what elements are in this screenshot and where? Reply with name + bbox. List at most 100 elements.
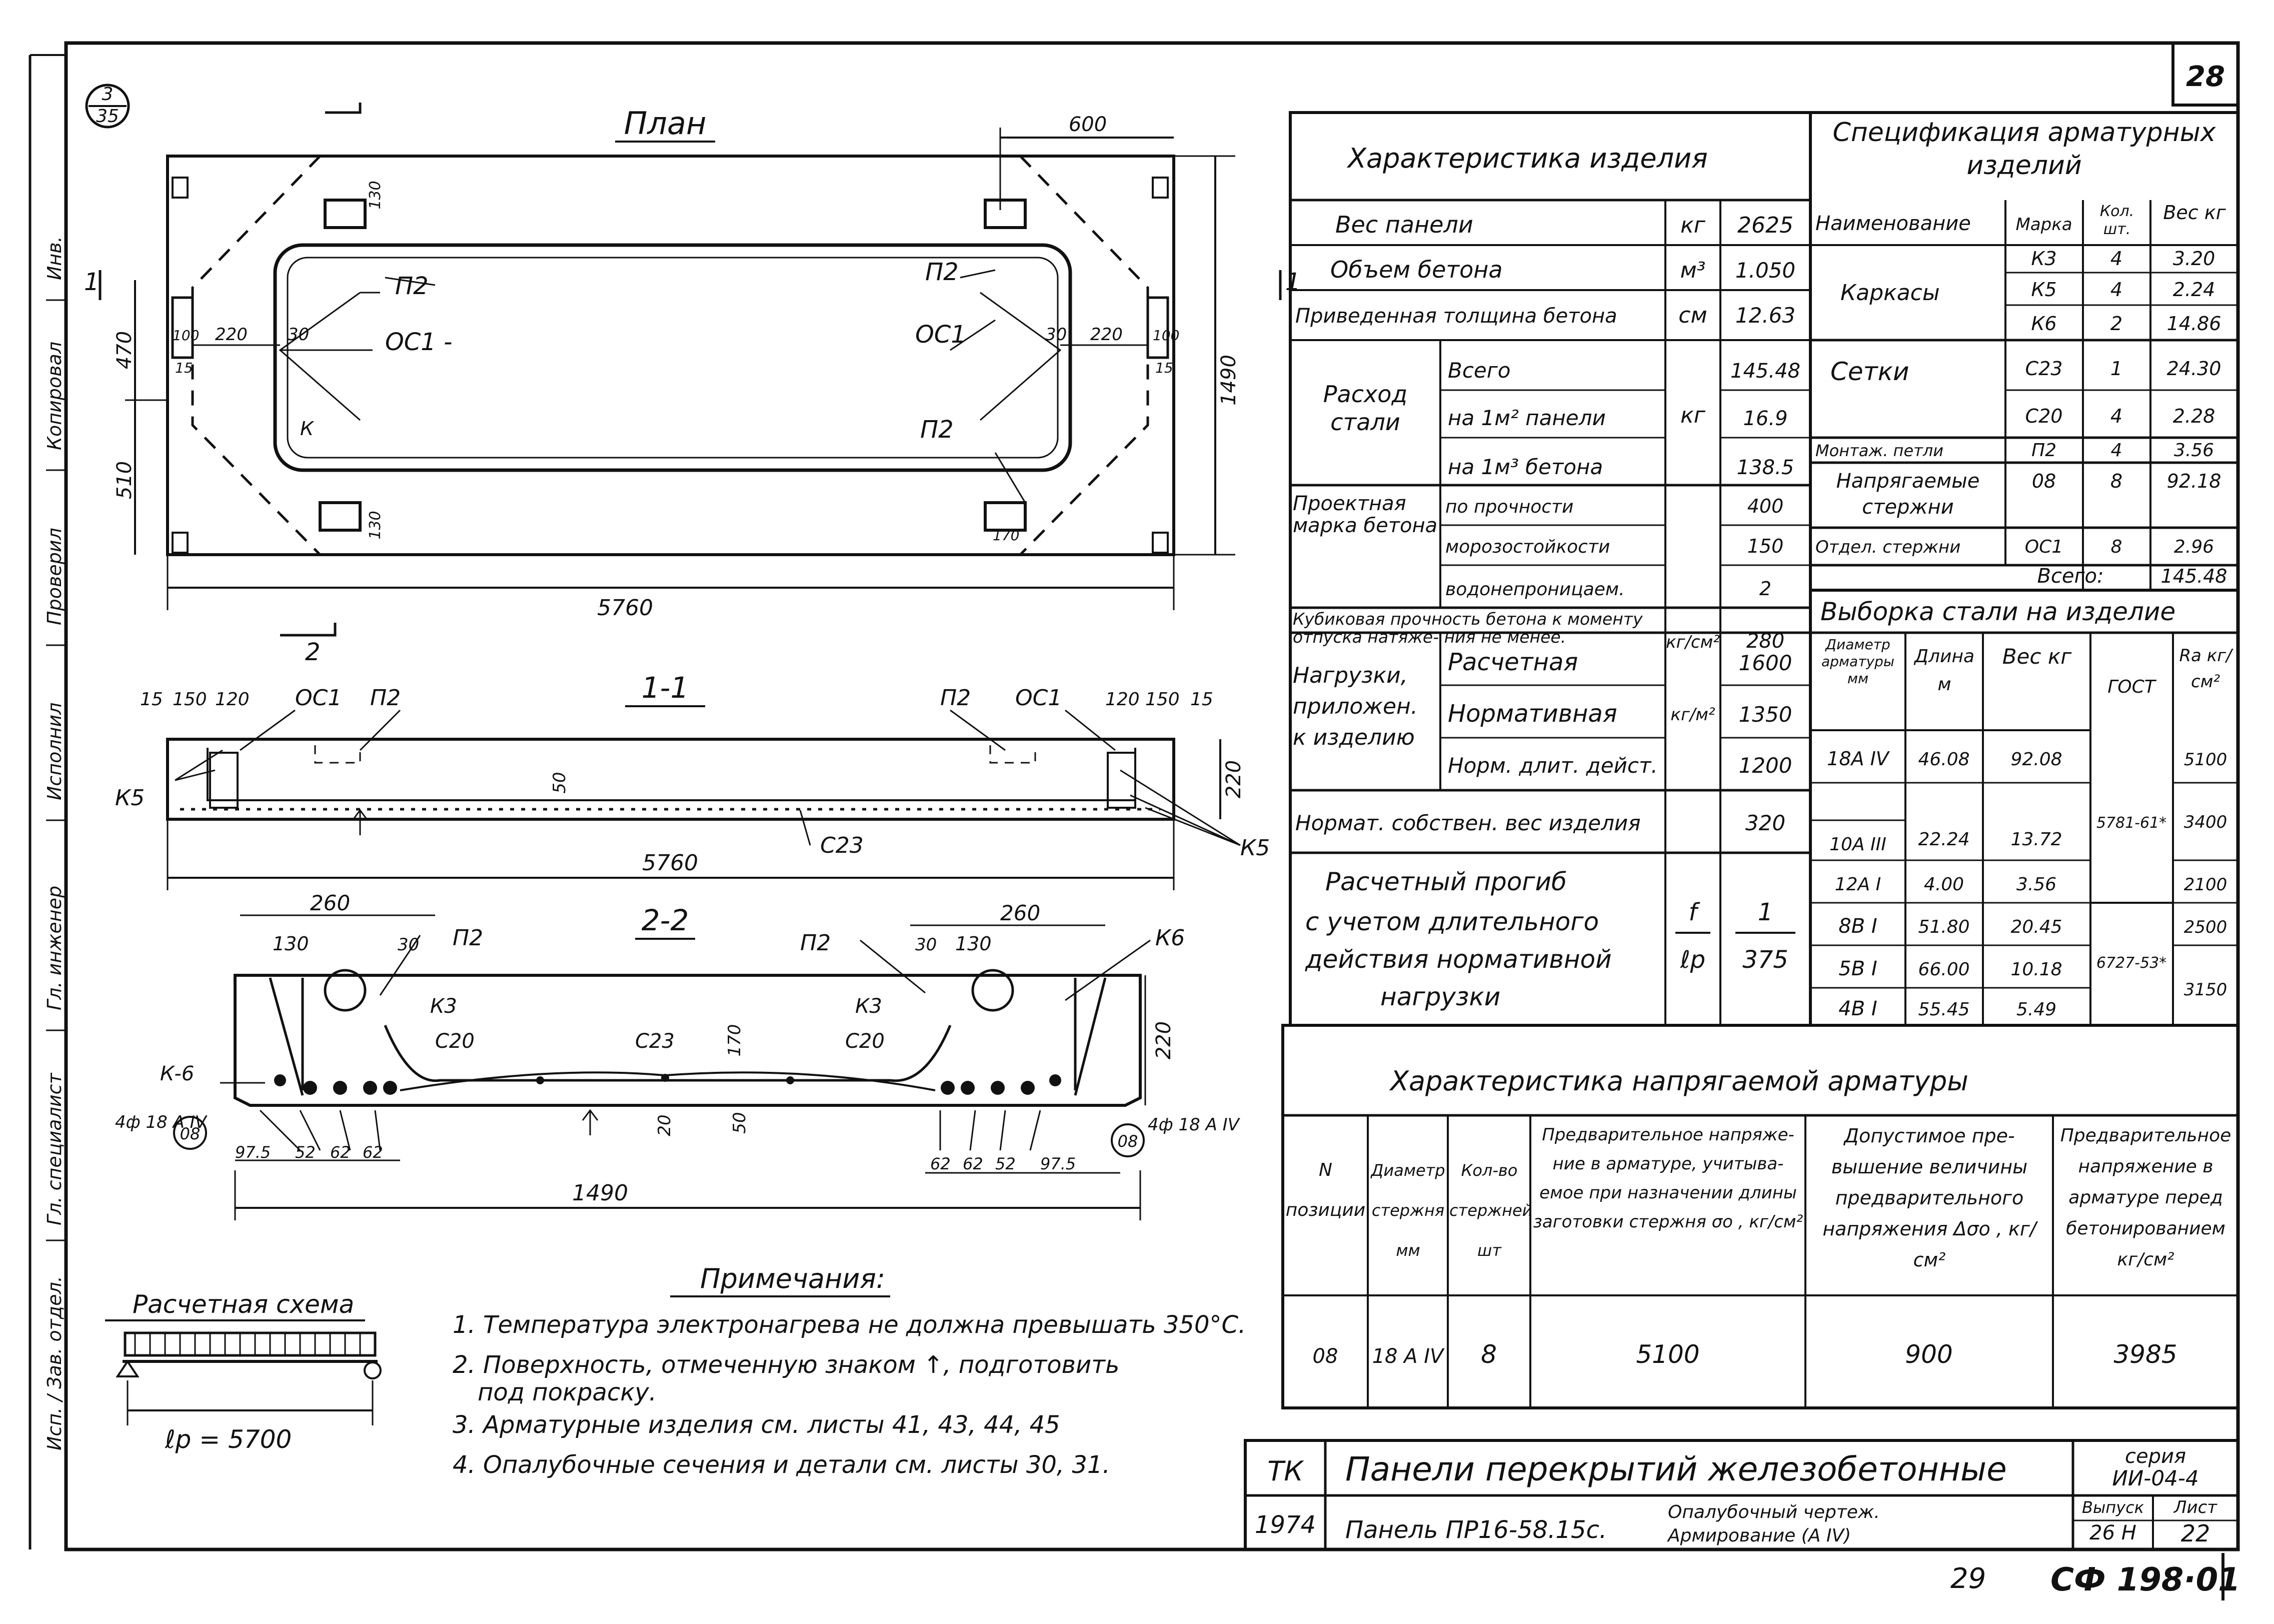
deflection-value: 375 xyxy=(1742,946,1788,974)
spec-group-tendons: Напрягаемые стержни xyxy=(1836,470,1980,519)
label-p2: П2 xyxy=(925,258,959,286)
dim-150: 150 xyxy=(173,689,207,710)
dim-62: 62 xyxy=(363,1143,383,1162)
spec-header-qty: Кол. шт. xyxy=(2099,203,2134,238)
tension-header-prestress: Предварительное напряже- ние в арматуре,… xyxy=(1533,1125,1803,1232)
dim-260: 260 xyxy=(1000,901,1040,925)
dim-170: 170 xyxy=(993,527,1019,544)
grade-row-label: морозостойкости xyxy=(1445,537,1610,557)
label-k5: К5 xyxy=(1240,835,1270,861)
series-label: серия xyxy=(2125,1445,2186,1468)
dim-220: 220 xyxy=(215,325,248,345)
tension-header-deviation: Допустимое пре- вышение величины предвар… xyxy=(1822,1125,2036,1271)
tension-cell: 900 xyxy=(1905,1340,1952,1369)
own-weight-value: 320 xyxy=(1745,811,1785,835)
tension-cell: 5100 xyxy=(1636,1340,1699,1369)
spec-cell: С20 xyxy=(2025,405,2063,427)
deflection-unit: ℓр xyxy=(1680,946,1705,974)
thickness-label: Приведенная толщина бетона xyxy=(1295,305,1617,328)
sample-gost: 6727-53* xyxy=(2096,954,2166,972)
design-scheme: Расчетная схема ℓр = 5700 xyxy=(105,1290,382,1454)
position-08: 08 xyxy=(1118,1132,1138,1151)
sample-cell: 4.00 xyxy=(1924,874,1964,895)
spec-cell: 92.18 xyxy=(2167,470,2221,492)
notes: Примечания: 1. Температура электронагрев… xyxy=(453,1263,1246,1479)
label-p2: П2 xyxy=(940,685,971,711)
loads-unit: кг/м² xyxy=(1670,705,1715,725)
steel-row-label: на 1м² панели xyxy=(1448,406,1606,430)
own-weight-label: Нормат. собствен. вес изделия xyxy=(1295,811,1640,835)
label-os1: ОС1 - xyxy=(385,328,452,356)
thickness-value: 12.63 xyxy=(1735,303,1795,328)
spec-header-name: Наименование xyxy=(1815,212,1971,235)
label-k3: К3 xyxy=(855,995,882,1018)
dim-length-value: 5760 xyxy=(597,595,653,621)
sample-cell: 8В I xyxy=(1838,915,1877,938)
dim-510: 510 xyxy=(113,461,136,499)
spec-cell: 8 xyxy=(2111,537,2122,557)
volume-unit: м³ xyxy=(1680,258,1706,283)
sample-cell: 10.18 xyxy=(2010,959,2062,980)
side-stamp-text-6: Инв. xyxy=(44,236,66,280)
note-3: 3. Арматурные изделия см. листы 41, 43, … xyxy=(453,1411,1060,1439)
sample-header-diameter: Диаметр арматуры мм xyxy=(1821,636,1894,687)
steel-unit: кг xyxy=(1680,403,1706,428)
section-mark: 2 xyxy=(305,638,321,666)
panel-profile xyxy=(166,738,1175,821)
scheme-title: Расчетная схема xyxy=(133,1290,354,1319)
sample-ra: 5100 xyxy=(2184,750,2227,770)
tension-header-before-concreting: Предварительное напряжение в арматуре пе… xyxy=(2060,1125,2231,1270)
dim-width-value: 1490 xyxy=(572,1180,628,1206)
sample-cell: 5В I xyxy=(1838,957,1877,980)
grade-row-label: водонепроницаем. xyxy=(1445,579,1625,600)
section11-title: 1-1 xyxy=(642,671,689,705)
tension-cell: 3985 xyxy=(2113,1340,2177,1369)
spec-cell: 2.28 xyxy=(2173,405,2215,427)
notes-title: Примечания: xyxy=(700,1263,885,1294)
sample-cell: 46.08 xyxy=(1918,749,1969,770)
spec-cell: ОС1 xyxy=(2025,537,2063,557)
issue-label: Выпуск xyxy=(2082,1498,2144,1517)
note-1: 1. Температура электронагрева не должна … xyxy=(453,1311,1246,1339)
sample-cell: 92.08 xyxy=(2010,749,2062,770)
deflection-label: Расчетный прогиб xyxy=(1325,867,1567,896)
sample-header-ra: Ra кг/см² xyxy=(2179,646,2232,692)
sample-header-length: Длина м xyxy=(1914,646,1975,695)
steel-label: Расход стали xyxy=(1323,381,1408,436)
spec-cell: 8 xyxy=(2110,470,2122,492)
label-os1: ОС1 xyxy=(295,685,342,711)
spec-cell: 4 xyxy=(2110,279,2122,301)
plan-title: План xyxy=(624,105,707,142)
dim-30: 30 xyxy=(398,935,419,955)
dim-15: 15 xyxy=(140,689,163,710)
note-2-cont: под покраску. xyxy=(478,1378,657,1406)
grade-row-label: по прочности xyxy=(1445,497,1573,517)
volume-label: Объем бетона xyxy=(1330,256,1503,283)
tension-title: Характеристика напрягаемой арматуры xyxy=(1389,1065,1968,1097)
strand-outline xyxy=(191,155,1149,556)
bars-label: 4ф 18 А IV xyxy=(1148,1115,1241,1135)
spec-cell: 24.30 xyxy=(2167,358,2221,380)
dim-30: 30 xyxy=(1045,325,1067,345)
title-block: ТК 1974 Панели перекрытий железобетонные… xyxy=(1244,1439,2239,1551)
dim-30: 30 xyxy=(288,325,309,345)
dim-52: 52 xyxy=(295,1143,316,1162)
side-stamp-text-3: Исполнил xyxy=(44,702,66,800)
sheet-number-box xyxy=(2171,43,2238,107)
sample-gost: 5781-61* xyxy=(2096,814,2166,832)
grade-row-value: 2 xyxy=(1759,578,1771,600)
loads-row-value: 1600 xyxy=(1739,651,1792,675)
lifting-loop xyxy=(984,501,1027,532)
bars-label: 4ф 18 А IV xyxy=(115,1112,208,1132)
dim-15: 15 xyxy=(175,360,193,376)
label-k3: К3 xyxy=(430,995,457,1018)
callout-top: 3 xyxy=(102,84,114,105)
spec-header-mark: Марка xyxy=(2015,215,2072,235)
title-org: ТК xyxy=(1267,1455,1304,1487)
title-description: Армирование (А IV) xyxy=(1667,1525,1851,1546)
tension-cell: 18 А IV xyxy=(1372,1345,1445,1368)
specification-table: Спецификация арматурных изделий Наименов… xyxy=(1809,111,2239,592)
dim-97-5: 97.5 xyxy=(235,1143,271,1162)
dim-15: 15 xyxy=(1155,360,1173,376)
